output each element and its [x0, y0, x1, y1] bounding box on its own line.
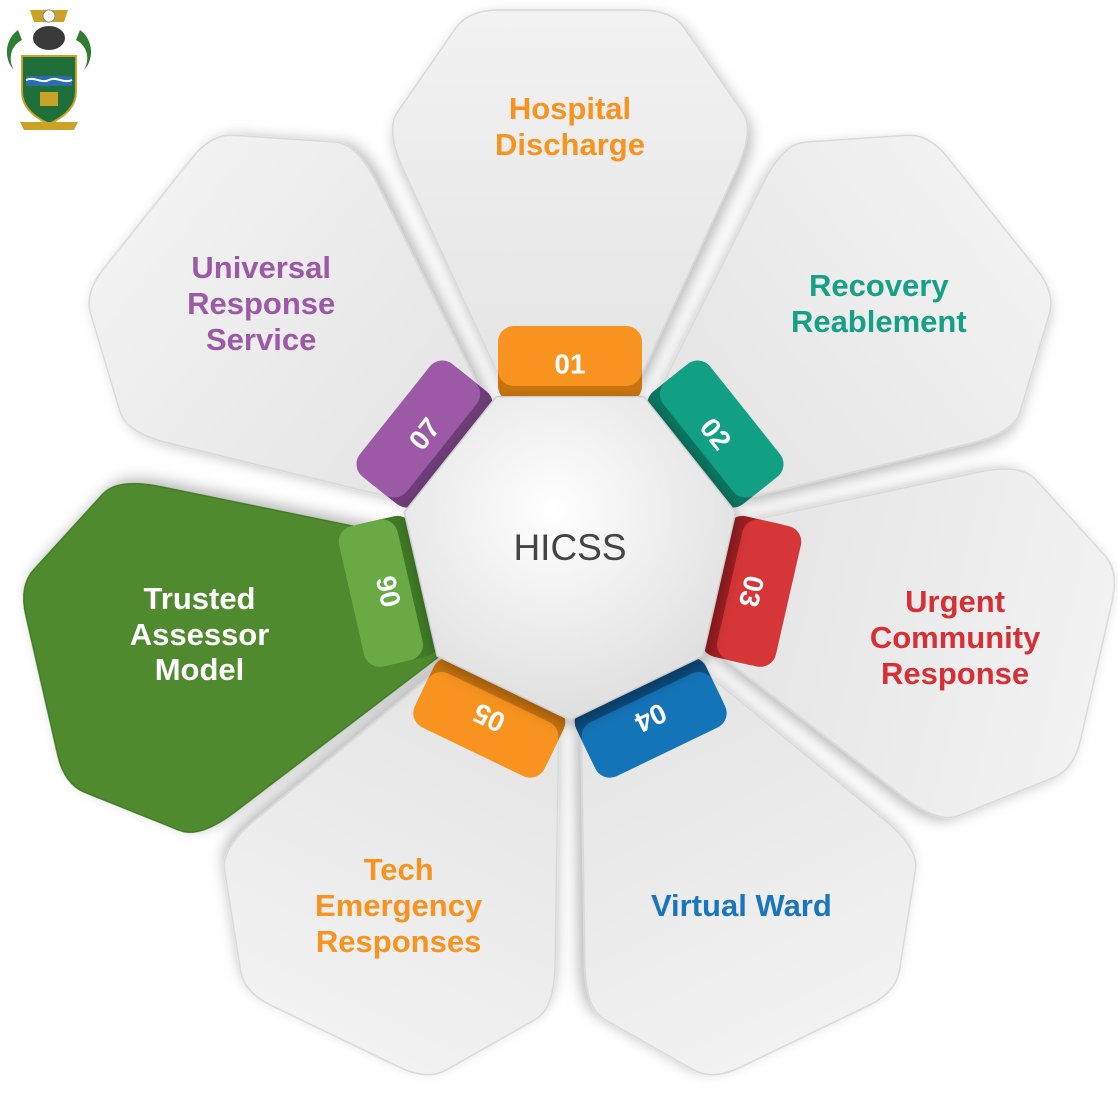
number-label-01: 01 — [554, 348, 585, 379]
petal-label-line: Model — [154, 652, 245, 688]
university-crest-icon — [6, 9, 92, 130]
petal-label-line: Urgent — [905, 584, 1006, 620]
petal-label-line: Emergency — [315, 888, 483, 924]
petal-05 — [223, 664, 560, 1076]
number-label-03: 03 — [733, 573, 770, 610]
petal-04 — [580, 658, 917, 1076]
number-label-06: 06 — [370, 573, 407, 610]
petal-label-line: Hospital — [508, 91, 632, 127]
petal-label-04: Virtual Ward — [621, 888, 861, 924]
number-tab-04: 04 — [574, 657, 727, 778]
petal-07 — [88, 134, 484, 505]
petal-label-line: Tech — [363, 852, 434, 888]
number-tab-02: 02 — [647, 360, 784, 508]
number-tab-05: 05 — [413, 657, 566, 778]
petal-03 — [705, 468, 1116, 819]
number-tab-01: 01 — [498, 326, 642, 402]
petal-02 — [648, 134, 1052, 499]
petal-label-line: Reablement — [790, 303, 967, 339]
petal-label-line: Trusted — [143, 581, 256, 617]
center-label: HICSS — [513, 527, 627, 568]
hub-heptagon — [403, 396, 737, 721]
petal-label-line: Response — [881, 655, 1030, 691]
petal-label-line: Response — [187, 285, 336, 321]
petal-label-line: Universal — [191, 250, 331, 286]
number-tab-07: 07 — [356, 360, 493, 508]
petal-label-line: Service — [206, 321, 317, 357]
petal-label-line: Assessor — [129, 616, 270, 652]
petal-label-line: Responses — [315, 923, 482, 959]
petal-label-line: Community — [869, 620, 1041, 656]
petal-label-line: Discharge — [495, 126, 645, 162]
petal-label-line: Virtual Ward — [650, 888, 832, 924]
petal-label-line: Recovery — [809, 268, 949, 304]
petal-01 — [391, 9, 749, 401]
